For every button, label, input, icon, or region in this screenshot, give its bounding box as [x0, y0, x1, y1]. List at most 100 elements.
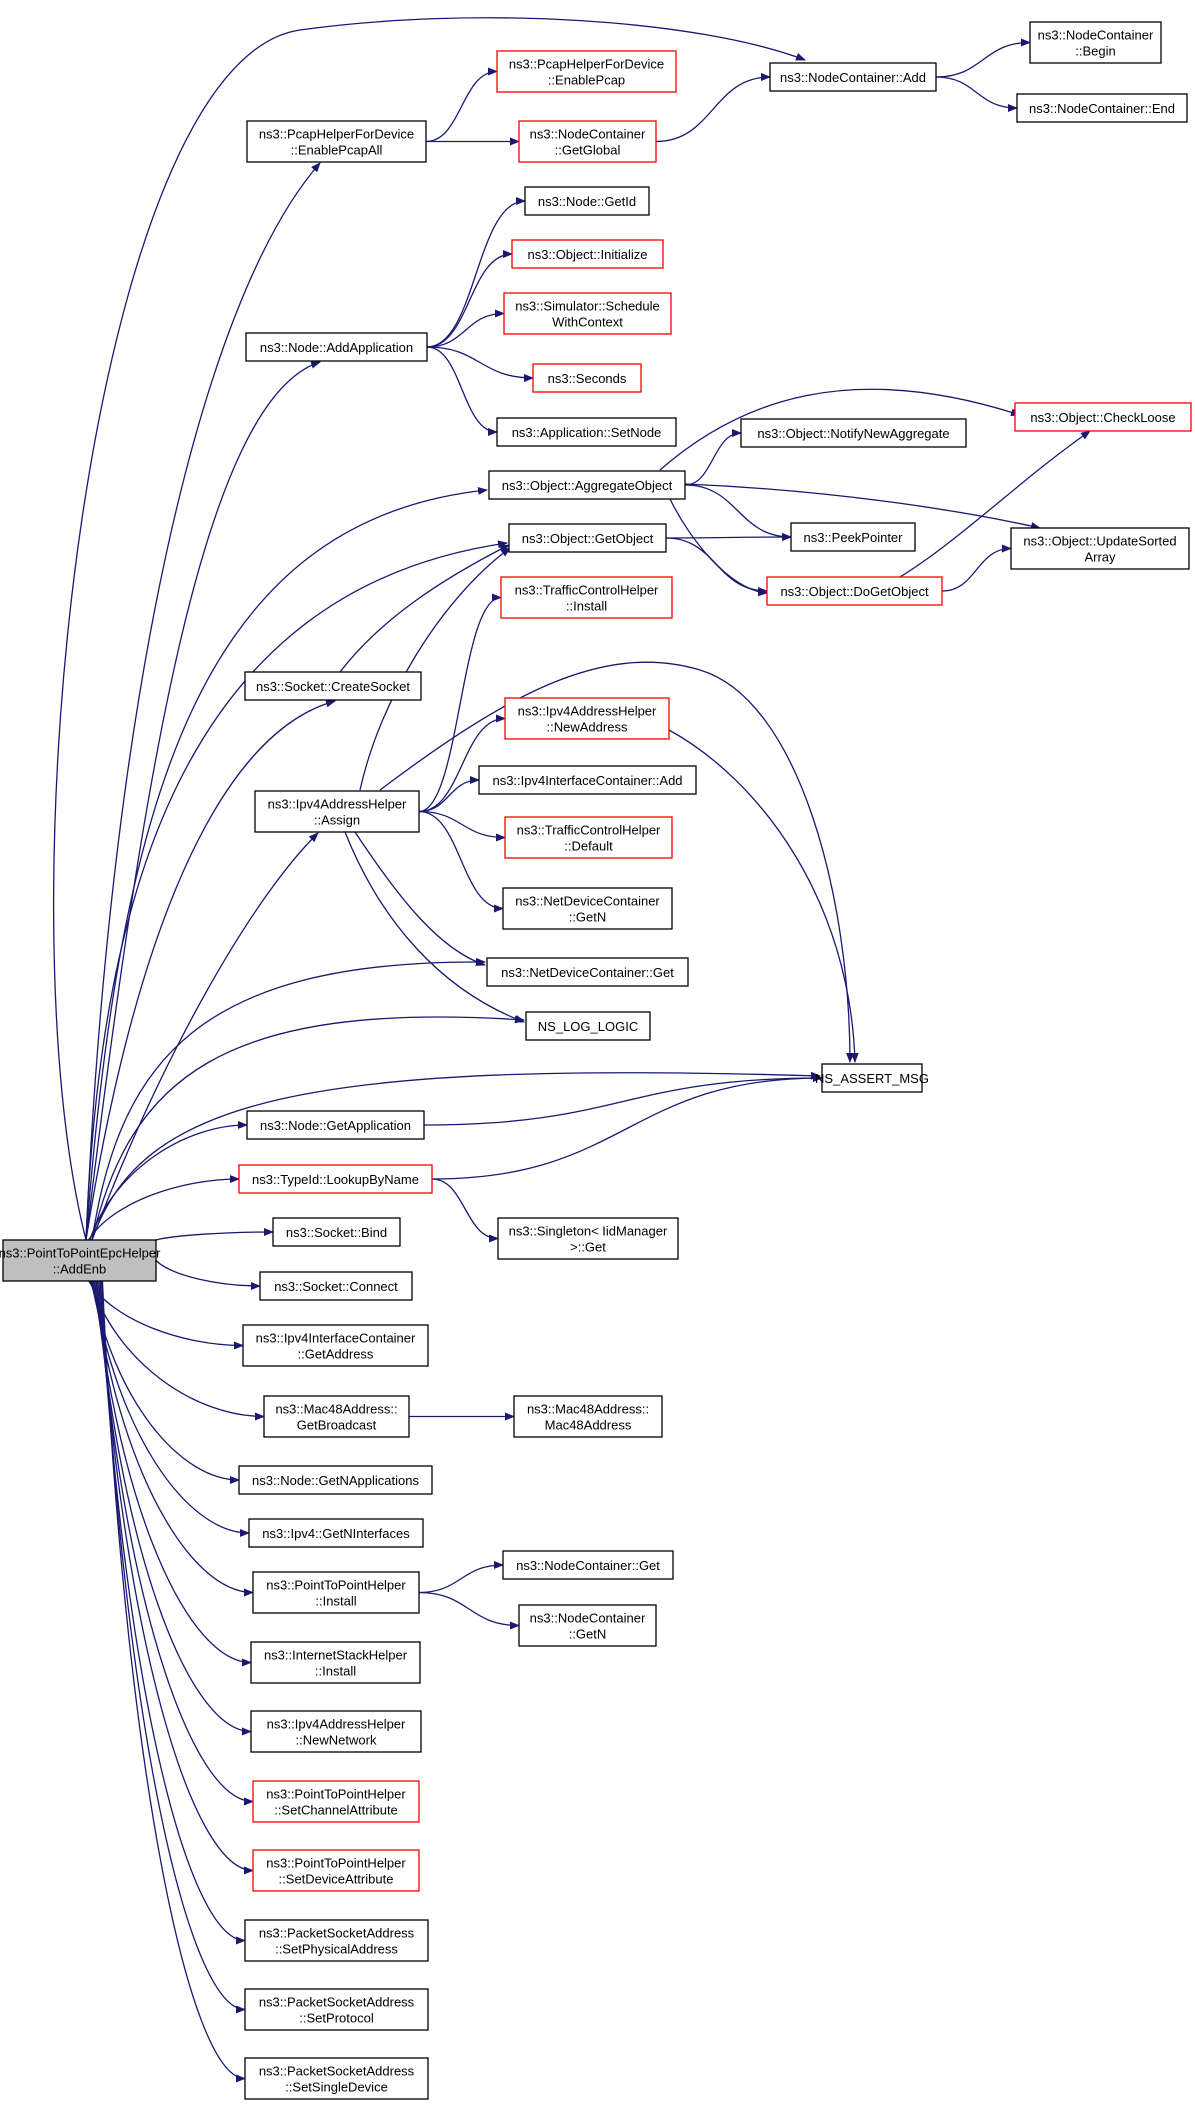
node-seconds[interactable]: ns3::Seconds [532, 363, 642, 393]
node-box[interactable] [238, 1465, 433, 1495]
node-ipv4assign[interactable]: ns3::Ipv4AddressHelper::Assign [254, 790, 420, 833]
node-box[interactable] [496, 50, 677, 93]
node-aggobj[interactable]: ns3::Object::AggregateObject [488, 470, 686, 500]
node-box[interactable] [252, 1571, 420, 1614]
node-p2pinstall[interactable]: ns3::PointToPointHelper::Install [252, 1571, 420, 1614]
node-p2psetdev[interactable]: ns3::PointToPointHelper::SetDeviceAttrib… [252, 1849, 420, 1892]
node-box[interactable] [502, 887, 673, 930]
node-ndcget[interactable]: ns3::NetDeviceContainer::Get [486, 957, 689, 987]
node-notifyagg[interactable]: ns3::Object::NotifyNewAggregate [740, 418, 967, 448]
node-box[interactable] [518, 120, 657, 163]
node-psasetsingle[interactable]: ns3::PacketSocketAddress::SetSingleDevic… [244, 2057, 429, 2100]
node-box[interactable] [250, 1641, 421, 1684]
node-box[interactable] [259, 1271, 413, 1301]
node-box[interactable] [1010, 527, 1190, 570]
node-root[interactable]: ns3::PointToPointEpcHelper::AddEnb [0, 1239, 161, 1282]
node-box[interactable] [790, 522, 916, 552]
node-box[interactable] [511, 239, 664, 269]
node-p2psetchan[interactable]: ns3::PointToPointHelper::SetChannelAttri… [252, 1780, 420, 1823]
node-nodegetid[interactable]: ns3::Node::GetId [524, 186, 650, 216]
node-box[interactable] [740, 418, 967, 448]
node-box[interactable] [488, 470, 686, 500]
node-nodegetnapps[interactable]: ns3::Node::GetNApplications [238, 1465, 433, 1495]
node-ncend[interactable]: ns3::NodeContainer::End [1016, 93, 1188, 123]
node-getobj[interactable]: ns3::Object::GetObject [508, 523, 667, 553]
node-box[interactable] [254, 790, 420, 833]
node-box[interactable] [503, 292, 672, 335]
node-box[interactable] [252, 1780, 420, 1823]
node-box[interactable] [238, 1164, 433, 1194]
node-ncbegin[interactable]: ns3::NodeContainer::Begin [1029, 21, 1162, 64]
node-nodegetapp[interactable]: ns3::Node::GetApplication [246, 1110, 425, 1140]
node-box[interactable] [242, 1324, 429, 1367]
node-box[interactable] [486, 957, 689, 987]
node-box[interactable] [500, 576, 673, 619]
node-nsassert[interactable]: NS_ASSERT_MSG [815, 1063, 929, 1093]
node-nodeaddapp[interactable]: ns3::Node::AddApplication [245, 332, 428, 362]
node-box[interactable] [821, 1063, 923, 1093]
node-box[interactable] [508, 523, 667, 553]
node-ipv4icgetaddr[interactable]: ns3::Ipv4InterfaceContainer::GetAddress [242, 1324, 429, 1367]
node-createsock[interactable]: ns3::Socket::CreateSocket [244, 671, 422, 701]
node-ncadd[interactable]: ns3::NodeContainer::Add [769, 62, 937, 92]
node-box[interactable] [497, 1217, 679, 1260]
node-box[interactable] [1029, 21, 1162, 64]
node-pcap[interactable]: ns3::PcapHelperForDevice::EnablePcap [496, 50, 677, 93]
node-mac48bcast[interactable]: ns3::Mac48Address::GetBroadcast [263, 1395, 410, 1438]
node-box[interactable] [1014, 402, 1192, 432]
node-box[interactable] [2, 1239, 157, 1282]
node-box[interactable] [1016, 93, 1188, 123]
node-objinit[interactable]: ns3::Object::Initialize [511, 239, 664, 269]
node-peekptr[interactable]: ns3::PeekPointer [790, 522, 916, 552]
node-ipv4newaddr[interactable]: ns3::Ipv4AddressHelper::NewAddress [504, 697, 670, 740]
node-ndcgetn[interactable]: ns3::NetDeviceContainer::GetN [502, 887, 673, 930]
node-box[interactable] [246, 1110, 425, 1140]
node-box[interactable] [248, 1518, 424, 1548]
node-box[interactable] [478, 765, 697, 795]
node-ipv4getnif[interactable]: ns3::Ipv4::GetNInterfaces [248, 1518, 424, 1548]
node-box[interactable] [496, 417, 677, 447]
node-box[interactable] [504, 697, 670, 740]
node-psasetproto[interactable]: ns3::PacketSocketAddress::SetProtocol [244, 1988, 429, 2031]
node-box[interactable] [246, 120, 427, 163]
node-box[interactable] [252, 1849, 420, 1892]
node-sockbind[interactable]: ns3::Socket::Bind [272, 1217, 401, 1247]
node-box[interactable] [244, 671, 422, 701]
node-dogetobj[interactable]: ns3::Object::DoGetObject [766, 576, 943, 606]
node-box[interactable] [518, 1604, 657, 1647]
node-singleton[interactable]: ns3::Singleton< IidManager>::Get [497, 1217, 679, 1260]
node-checkloose[interactable]: ns3::Object::CheckLoose [1014, 402, 1192, 432]
node-ncgetn[interactable]: ns3::NodeContainer::GetN [518, 1604, 657, 1647]
node-mac48ctor[interactable]: ns3::Mac48Address::Mac48Address [513, 1395, 663, 1438]
node-box[interactable] [263, 1395, 410, 1438]
node-box[interactable] [244, 1919, 429, 1962]
node-ipv4newnet[interactable]: ns3::Ipv4AddressHelper::NewNetwork [250, 1710, 422, 1753]
node-box[interactable] [244, 2057, 429, 2100]
node-psasetphys[interactable]: ns3::PacketSocketAddress::SetPhysicalAdd… [244, 1919, 429, 1962]
node-sockconnect[interactable]: ns3::Socket::Connect [259, 1271, 413, 1301]
node-box[interactable] [769, 62, 937, 92]
node-box[interactable] [532, 363, 642, 393]
node-box[interactable] [250, 1710, 422, 1753]
node-box[interactable] [245, 332, 428, 362]
node-appsetnode[interactable]: ns3::Application::SetNode [496, 417, 677, 447]
node-tchdefault[interactable]: ns3::TrafficControlHelper::Default [504, 816, 673, 859]
node-box[interactable] [504, 816, 673, 859]
node-box[interactable] [244, 1988, 429, 2031]
node-box[interactable] [525, 1011, 651, 1041]
node-pcapall[interactable]: ns3::PcapHelperForDevice::EnablePcapAll [246, 120, 427, 163]
node-ishinstall[interactable]: ns3::InternetStackHelper::Install [250, 1641, 421, 1684]
node-tchinstall[interactable]: ns3::TrafficControlHelper::Install [500, 576, 673, 619]
node-nslog[interactable]: NS_LOG_LOGIC [525, 1011, 651, 1041]
node-ncglobal[interactable]: ns3::NodeContainer::GetGlobal [518, 120, 657, 163]
node-typeidlookup[interactable]: ns3::TypeId::LookupByName [238, 1164, 433, 1194]
node-box[interactable] [524, 186, 650, 216]
node-box[interactable] [502, 1550, 674, 1580]
node-box[interactable] [272, 1217, 401, 1247]
node-ncget[interactable]: ns3::NodeContainer::Get [502, 1550, 674, 1580]
node-box[interactable] [766, 576, 943, 606]
node-ipv4icadd[interactable]: ns3::Ipv4InterfaceContainer::Add [478, 765, 697, 795]
node-box[interactable] [513, 1395, 663, 1438]
